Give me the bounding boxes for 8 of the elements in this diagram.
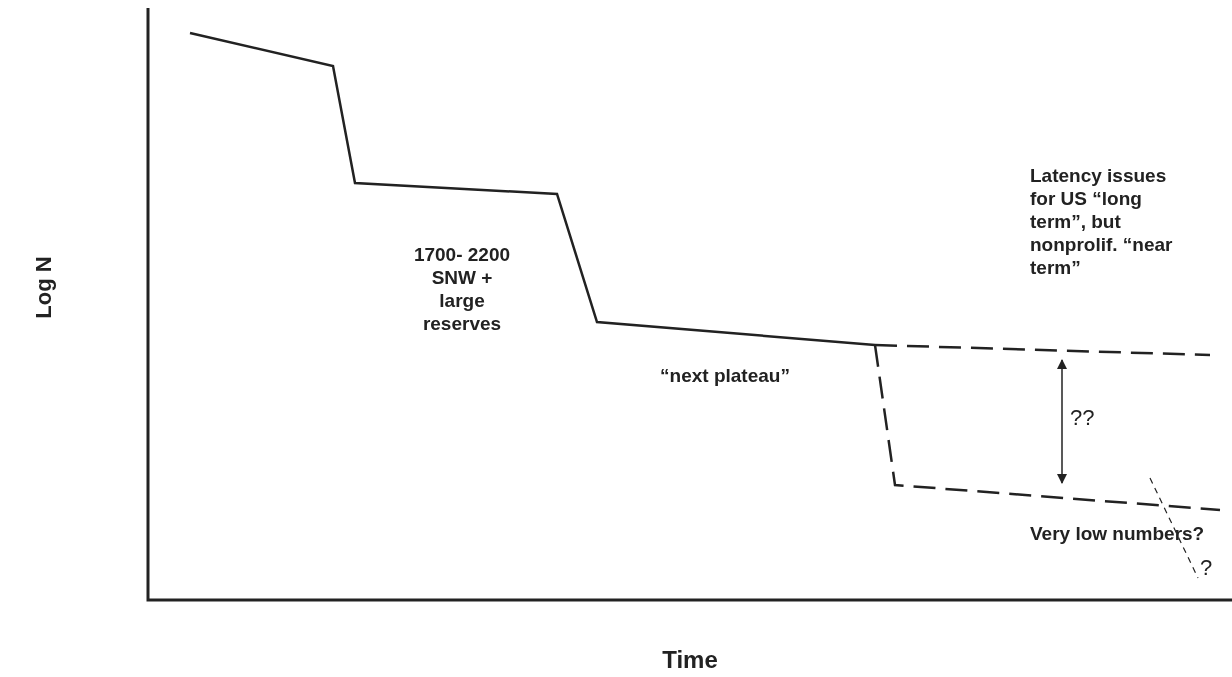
axis-label: Time — [661, 648, 719, 671]
annotation-text: ? — [1200, 556, 1213, 579]
annotation-text: “next plateau” — [659, 364, 791, 387]
annotation-text: 1700- 2200 SNW + large reserves — [412, 243, 512, 335]
annotation-text: ?? — [1070, 406, 1095, 429]
axis-label: Log N — [31, 255, 55, 321]
annotation-text: Very low numbers? — [1030, 522, 1205, 545]
annotation-text: Latency issues for US “long term”, but nonprolif. “near term” — [1030, 164, 1174, 279]
